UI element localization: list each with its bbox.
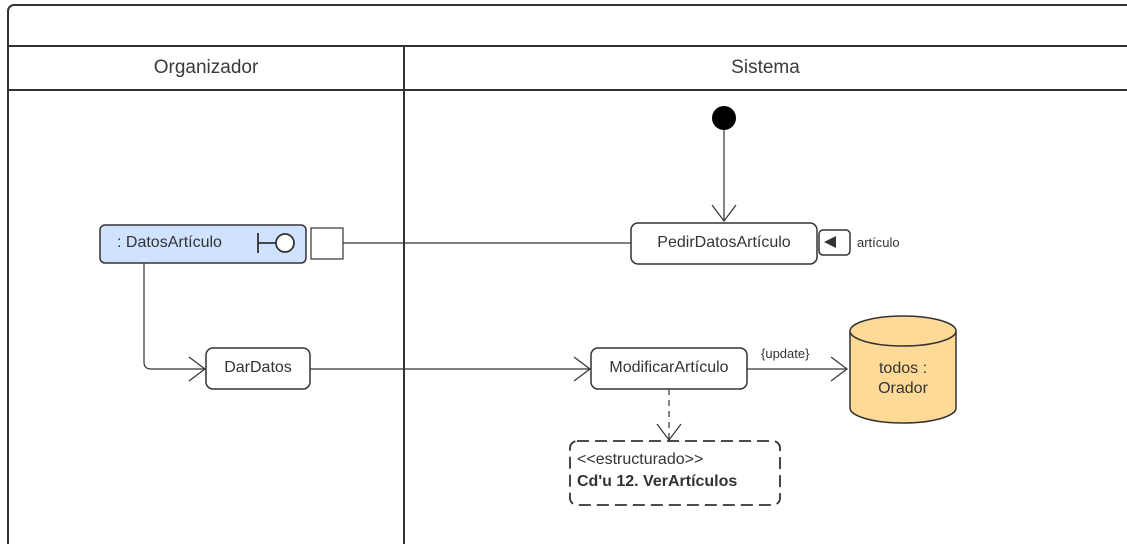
datastore-label-line2: Orador: [878, 380, 928, 397]
structured-stereotype: <<estructurado>>: [577, 451, 704, 468]
interface-lollipop-icon: [257, 233, 295, 253]
pin-label: artículo: [857, 235, 900, 250]
structured-node-box: [569, 440, 781, 506]
datastore-label-line1: todos :: [878, 360, 928, 377]
action-dar-datos-label: DarDatos: [224, 359, 292, 376]
arrowhead-to-structured: [656, 423, 682, 441]
arrowhead-initial-to-pedir: [711, 204, 737, 222]
action-pedir-datos-label: PedirDatosArtículo: [657, 234, 791, 251]
lane-header-sistema: Sistema: [731, 57, 800, 78]
interface-port-pin: [310, 227, 344, 260]
interface-object-box: [99, 224, 307, 264]
lane-header-organizador: Organizador: [153, 57, 259, 78]
action-modificar-label: ModificarArtículo: [609, 359, 729, 376]
arrowhead-to-dardatos: [188, 356, 206, 382]
pin-direction-icon: [824, 236, 836, 248]
flow-interface-to-dardatos: [143, 263, 205, 370]
datastore-edge-label: {update}: [761, 346, 810, 361]
interface-object-label: : DatosArtículo: [117, 234, 222, 251]
initial-node: [712, 106, 736, 130]
datastore-cylinder: [849, 315, 957, 424]
structured-name: Cd'u 12. VerArtículos: [577, 473, 738, 490]
arrowhead-to-modificar: [573, 356, 591, 382]
arrowhead-to-datastore: [830, 356, 848, 382]
action-pedir-datos-box: [630, 222, 818, 265]
diagram-frame: [7, 4, 1127, 544]
